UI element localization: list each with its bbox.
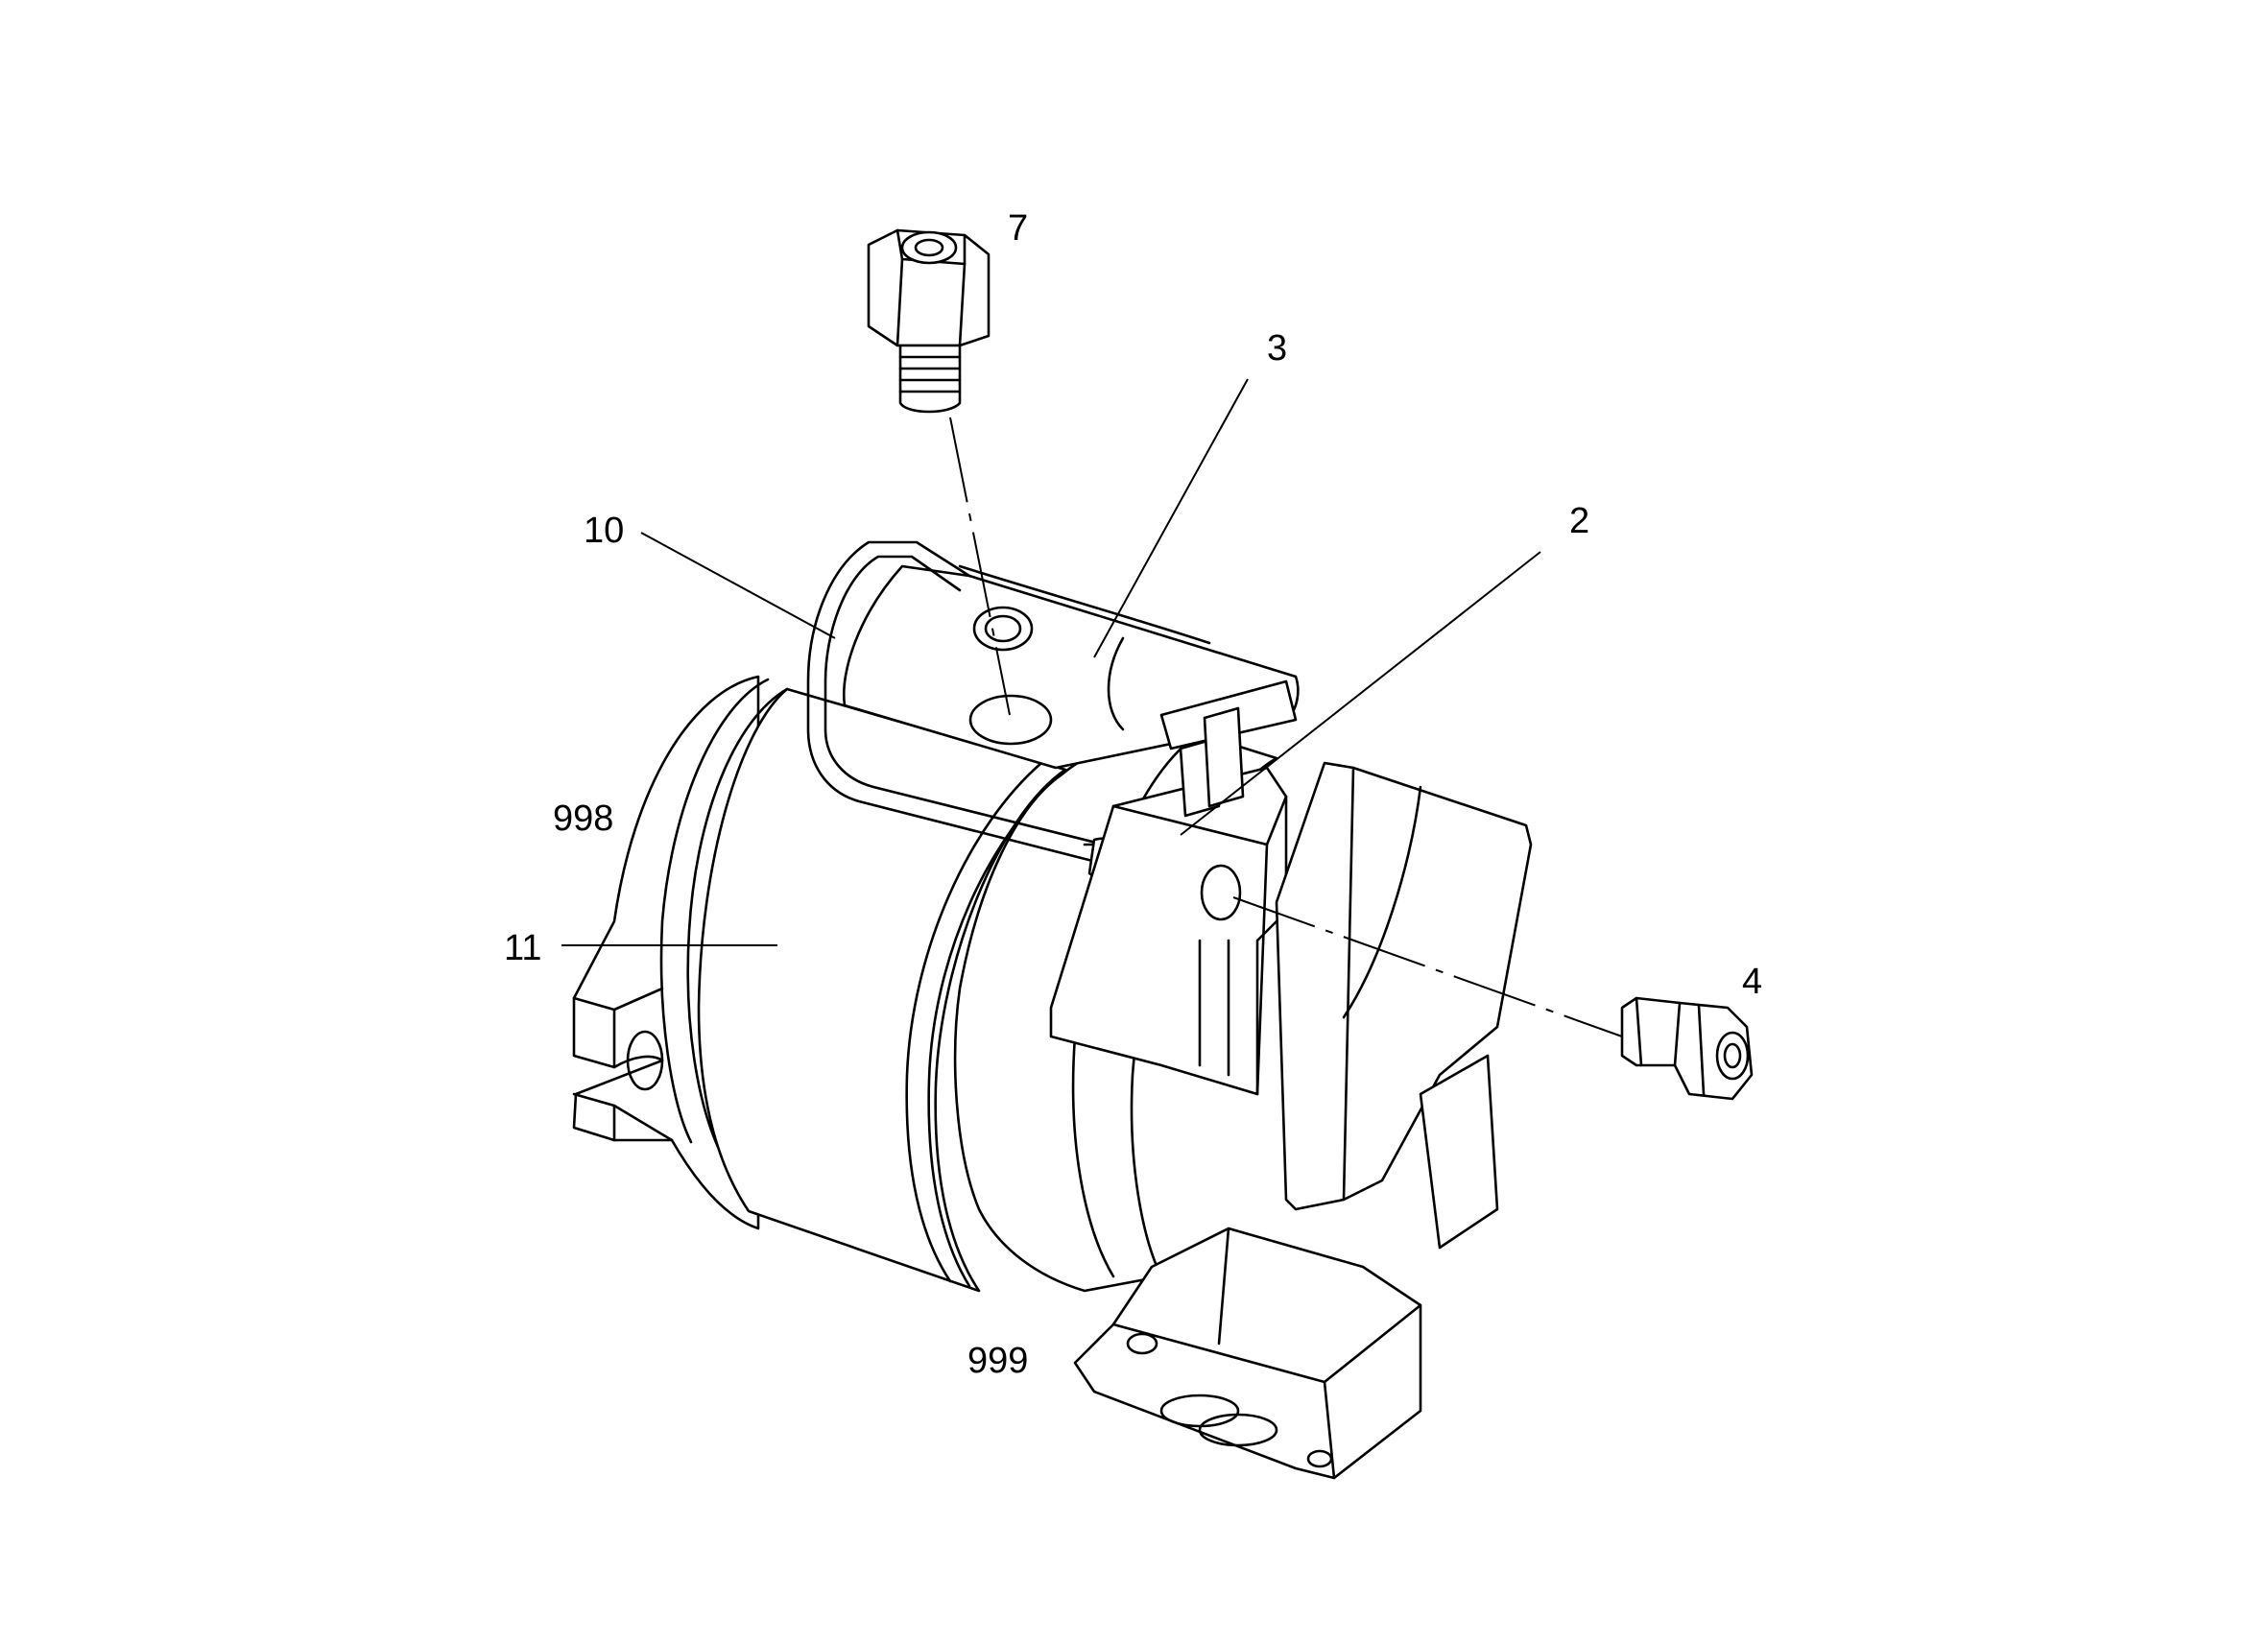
- leader-2: [1180, 551, 1541, 836]
- fitting-right: [1620, 996, 1754, 1101]
- housing-body: [572, 675, 1278, 1293]
- callout-2: 2: [1569, 501, 1589, 541]
- leader-3: [1093, 378, 1249, 658]
- callout-10: 10: [584, 511, 624, 551]
- end-cap: [1073, 761, 1533, 1480]
- callout-11: 11: [504, 928, 541, 968]
- callout-4: 4: [1742, 962, 1762, 1002]
- assembly-axis-7: [949, 417, 1011, 716]
- valve-block: [1049, 706, 1288, 1096]
- fitting-top: [867, 228, 991, 414]
- callout-999: 999: [967, 1341, 1028, 1381]
- assembly-axis-4: [1232, 896, 1623, 1037]
- callout-7: 7: [1008, 208, 1028, 249]
- callout-3: 3: [1267, 328, 1287, 369]
- callout-998: 998: [553, 798, 613, 839]
- leader-10: [640, 532, 836, 639]
